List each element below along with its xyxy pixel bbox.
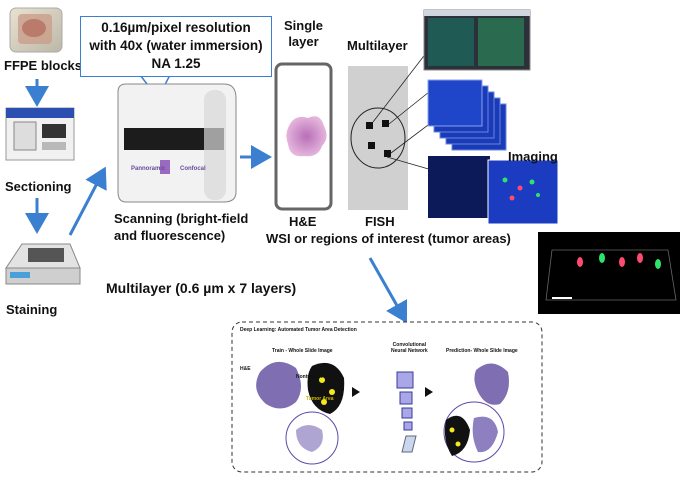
dl-he-label: H&E	[240, 366, 251, 372]
dl-predict-label: Prediction- Whole Slide Image	[446, 348, 518, 354]
dl-nontumor-label: Nontumor Area	[296, 374, 333, 380]
callout-line-3: NA 1.25	[151, 56, 201, 71]
stainer-photo	[5, 243, 81, 285]
multilayer-label: Multilayer	[347, 38, 408, 53]
layer-stack	[427, 79, 507, 151]
scanning-label: Scanning (bright-field and fluorescence)	[114, 211, 249, 243]
fish-label: FISH	[365, 214, 395, 229]
resolution-callout: 0.16µm/pixel resolution with 40x (water …	[80, 16, 272, 77]
dl-train-label: Train - Whole Slide Image	[272, 348, 333, 354]
ffpe-blocks-label: FFPE blocks	[4, 58, 83, 73]
scanner-brand-left: Pannoramic	[131, 166, 166, 172]
microtome-photo	[5, 107, 75, 161]
3d-render	[538, 232, 680, 314]
he-slide	[274, 62, 333, 211]
fish-slide	[348, 47, 435, 210]
deep-learning-panel	[231, 321, 543, 473]
viewer-screenshot	[423, 9, 531, 71]
dl-title: Deep Learning: Automated Tumor Area Dete…	[240, 327, 357, 333]
dl-tumor-label: Tumor Area	[306, 396, 334, 402]
he-label: H&E	[289, 214, 317, 229]
fluorescence-images	[428, 156, 559, 225]
multilayer-spec-label: Multilayer (0.6 µm x 7 layers)	[106, 280, 297, 296]
ffpe-block-photo	[9, 7, 63, 53]
callout-line-2: with 40x (water immersion)	[89, 38, 263, 53]
single-layer-label: Single layer	[284, 18, 324, 49]
staining-label: Staining	[6, 302, 58, 317]
imaging-label: Imaging	[508, 149, 558, 164]
scanner-photo	[117, 83, 237, 203]
wsi-label: WSI or regions of interest (tumor areas)	[266, 231, 511, 246]
dl-cnn-label: Convolutional Neural Network	[391, 342, 428, 354]
callout-line-1: 0.16µm/pixel resolution	[101, 20, 251, 35]
sectioning-label: Sectioning	[5, 179, 72, 194]
scanner-brand-right: Confocal	[180, 166, 206, 172]
